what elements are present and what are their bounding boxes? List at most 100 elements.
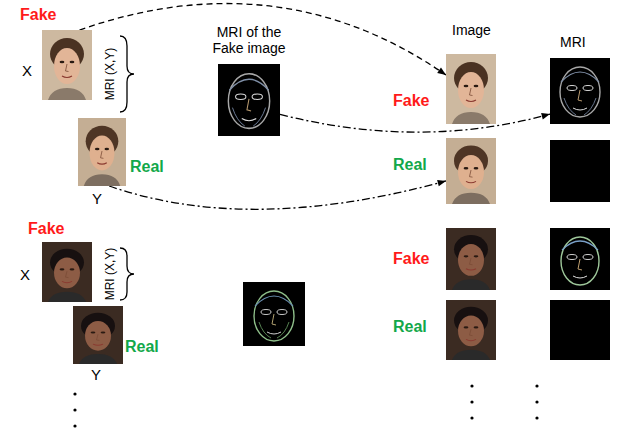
illustration-part — [535, 416, 538, 419]
class-label: Real — [130, 158, 164, 176]
illustration-part — [446, 54, 496, 124]
illustration-part — [255, 296, 293, 306]
illustration-part — [583, 86, 593, 91]
illustration-part — [54, 257, 80, 288]
illustration-part — [535, 400, 538, 403]
illustration-part — [470, 384, 473, 387]
class-label: Fake — [20, 6, 56, 24]
class-label: Real — [125, 338, 159, 356]
heading-text: Image — [452, 22, 491, 38]
illustration-part — [90, 135, 115, 170]
illustration-part — [228, 74, 269, 129]
illustration-part — [60, 268, 65, 270]
illustration-part — [464, 326, 469, 328]
illustration-part — [73, 424, 76, 427]
illustration-part — [452, 112, 490, 124]
illustration-part — [452, 279, 490, 290]
illustration-part — [458, 72, 484, 108]
illustration-part — [236, 94, 246, 99]
illustration-part — [101, 151, 104, 158]
illustration-part — [48, 292, 86, 302]
mri-image: MRI of the Fake image — [218, 64, 280, 136]
face-image: Real — [446, 300, 496, 360]
mri-blank — [550, 300, 610, 360]
illustration-part — [464, 85, 469, 88]
illustration-part — [470, 258, 473, 265]
ellipsis-dots — [73, 384, 538, 427]
face-image: ImageFake — [446, 54, 496, 124]
face-picture — [78, 118, 126, 186]
connector-line — [280, 114, 550, 132]
illustration-part — [243, 282, 305, 346]
face-picture — [446, 54, 496, 124]
heading-text: MRI of the Fake image — [207, 24, 291, 56]
arrowhead — [437, 180, 446, 186]
class-label: Real — [393, 156, 427, 174]
variable-letter: X — [22, 62, 32, 79]
illustration-part — [578, 259, 582, 270]
illustration-part — [232, 108, 265, 127]
illustration-part — [567, 255, 577, 260]
mri-picture — [550, 58, 610, 124]
illustration-part — [458, 155, 484, 189]
mri-image — [243, 282, 305, 346]
bracket-label: MRI (X,Y) — [103, 248, 117, 301]
illustration-part — [70, 61, 75, 64]
illustration-part — [60, 61, 65, 64]
illustration-part — [561, 237, 599, 285]
illustration-part — [73, 392, 76, 395]
illustration-part — [97, 334, 100, 340]
face-image: FakeX — [42, 30, 92, 100]
heading-text: MRI — [560, 34, 586, 50]
mri-picture — [218, 64, 280, 136]
illustration-part — [464, 167, 469, 169]
illustration-part — [93, 344, 103, 345]
illustration-part — [470, 329, 473, 335]
illustration-part — [470, 400, 473, 403]
illustration-part — [247, 99, 251, 111]
illustration-part — [446, 138, 496, 204]
face-picture — [446, 138, 496, 204]
illustration-part — [470, 88, 473, 96]
face-image: Real — [446, 138, 496, 204]
illustration-part — [42, 242, 92, 302]
brace — [120, 36, 134, 112]
illustration-part — [79, 354, 117, 364]
face-picture — [42, 242, 92, 302]
illustration-part — [218, 64, 280, 136]
illustration-part — [101, 331, 106, 333]
arrowhead — [541, 113, 550, 119]
class-label: Fake — [393, 92, 429, 110]
illustration-part — [85, 321, 111, 351]
illustration-part — [104, 148, 109, 151]
illustration-part — [550, 228, 610, 290]
mri-blank — [550, 140, 610, 202]
bracket-label: MRI (X,Y) — [103, 48, 117, 101]
illustration-part — [254, 291, 294, 341]
illustration-part — [458, 315, 484, 346]
illustration-part — [446, 300, 496, 360]
face-image: RealY — [78, 118, 126, 186]
illustration-part — [261, 310, 271, 315]
illustration-part — [562, 241, 598, 250]
illustration-part — [583, 255, 593, 260]
illustration-part — [550, 58, 610, 124]
face-image: FakeX — [42, 242, 92, 302]
connector-line — [109, 181, 446, 209]
illustration-part — [466, 181, 476, 182]
illustration-part — [470, 170, 473, 177]
illustration-part — [573, 276, 587, 278]
class-label: Fake — [393, 250, 429, 268]
illustration-part — [474, 326, 479, 328]
brace — [120, 248, 134, 300]
class-label: Real — [393, 318, 427, 336]
illustration-part — [474, 85, 479, 88]
illustration-part — [474, 255, 479, 257]
variable-letter: X — [20, 266, 30, 283]
illustration-part — [267, 332, 281, 334]
face-picture — [446, 228, 496, 290]
illustration-part — [48, 88, 86, 100]
connector — [109, 180, 446, 209]
illustration-part — [452, 193, 490, 204]
illustration-part — [470, 416, 473, 419]
